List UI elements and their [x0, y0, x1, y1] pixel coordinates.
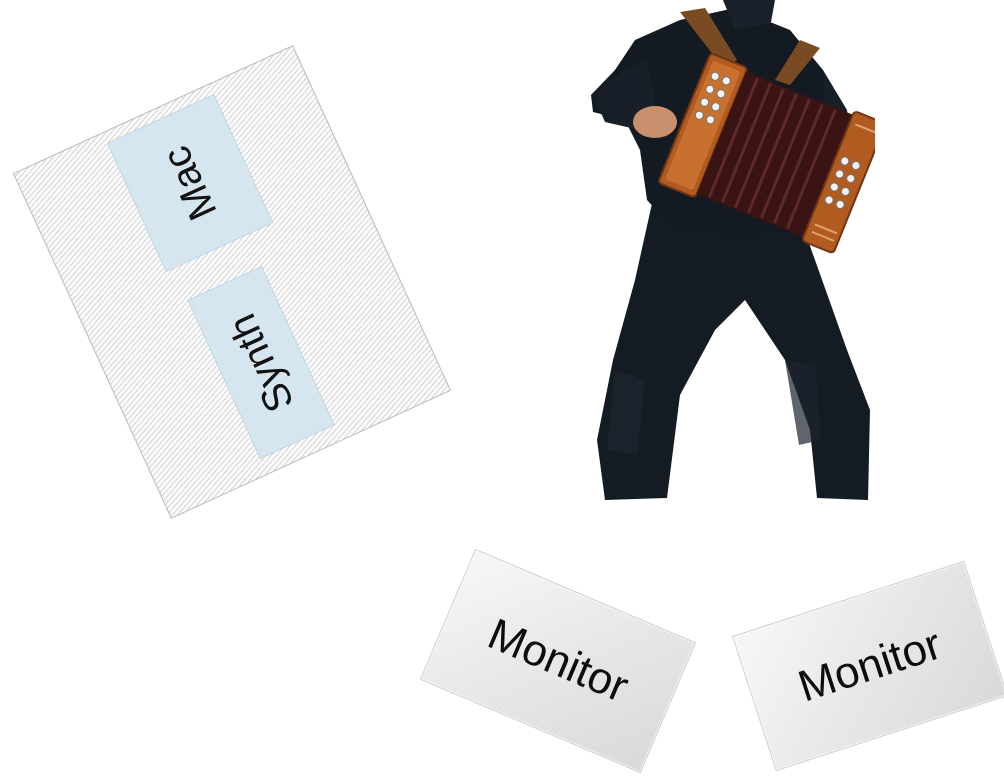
synth-label: Synth: [222, 308, 301, 418]
monitor-left: Monitor: [420, 549, 696, 773]
monitor-left-label: Monitor: [482, 612, 634, 710]
mac-label: Mac: [156, 140, 224, 225]
monitor-right: Monitor: [732, 561, 1004, 771]
monitor-right-label: Monitor: [793, 622, 946, 709]
accordion-player-image: [585, 0, 875, 505]
left-hand: [633, 106, 677, 138]
